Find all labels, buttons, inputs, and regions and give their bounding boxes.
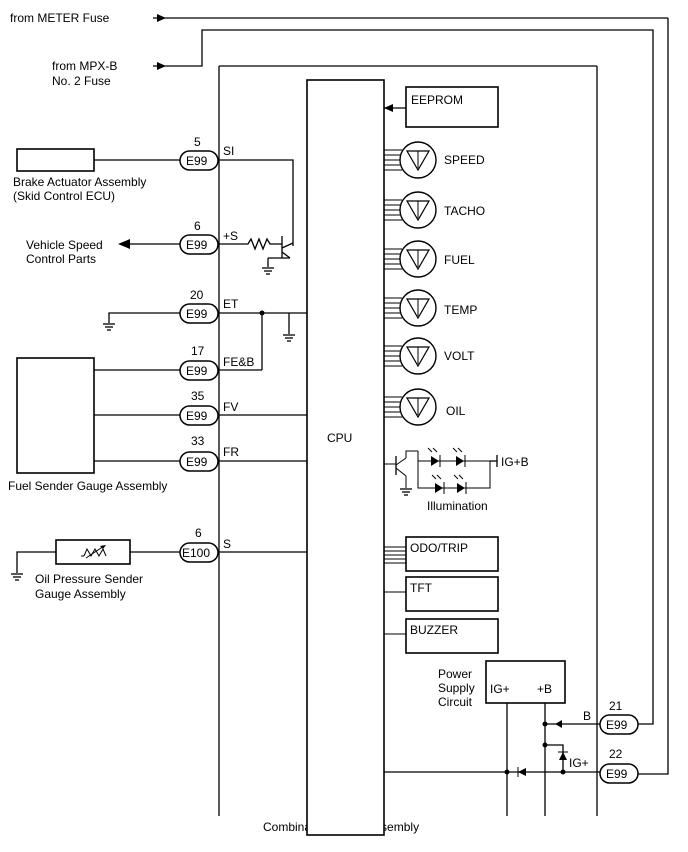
signal-label: FR [223, 445, 239, 459]
signal-label: IG+ [569, 756, 589, 770]
connector-label: E99 [186, 154, 208, 168]
signal-label: B [583, 709, 591, 723]
led-4 [453, 474, 467, 494]
fuel-sender: Fuel Sender Gauge Assembly [8, 357, 180, 493]
vsc-label-1: Vehicle Speed [26, 238, 103, 252]
power-b-label: +B [537, 682, 552, 696]
oil-label-2: Gauge Assembly [35, 587, 126, 601]
gauge-fuel: FUEL [384, 240, 475, 278]
gauge-label: OIL [446, 404, 466, 418]
power-supply-circuit: Power Supply Circuit IG+ +B [438, 660, 566, 816]
gauge-tacho: TACHO [384, 191, 485, 229]
pin-label: 5 [194, 135, 201, 149]
signal-label: FV [223, 400, 238, 414]
connector-si: 5 E99 SI [179, 135, 234, 171]
led-1 [427, 447, 441, 467]
connector-label: E99 [186, 364, 208, 378]
cpu-label: CPU [327, 431, 352, 445]
mpx-fuse-wire: from MPX-B No. 2 Fuse [52, 29, 654, 725]
connector-label: E100 [182, 546, 210, 560]
vehicle-speed-control: Vehicle Speed Control Parts [26, 238, 180, 266]
gauge-temp: TEMP [384, 289, 477, 327]
connector-label: E99 [186, 238, 208, 252]
pin-label: 21 [609, 699, 623, 713]
output-transistor [218, 236, 294, 275]
pin-label: 22 [609, 747, 623, 761]
gauge-speed: SPEED [384, 141, 485, 179]
vsc-label-2: Control Parts [26, 252, 96, 266]
meter-fuse-wire: from METER Fuse [10, 11, 669, 775]
pin-label: 17 [191, 344, 205, 358]
signal-label: S [223, 537, 231, 551]
connector-fr: 33 E99 FR [179, 434, 239, 472]
oil-label-1: Oil Pressure Sender [35, 572, 143, 586]
connector-s-plus: 6 E99 +S [179, 219, 238, 255]
gauge-oil: OIL [384, 388, 466, 426]
b-supply-wire: B [542, 709, 600, 728]
connector-et: 20 E99 ET [179, 288, 239, 324]
brake-label-2: (Skid Control ECU) [13, 189, 115, 203]
signal-label: SI [223, 144, 234, 158]
connector-fv: 35 E99 FV [179, 389, 238, 426]
buzzer-label: BUZZER [410, 623, 458, 637]
power-label-1: Power [438, 667, 472, 681]
meter-fuse-label: from METER Fuse [10, 11, 110, 25]
gauge-label: TEMP [444, 303, 477, 317]
pin-label: 20 [190, 288, 204, 302]
connector-b: 21 E99 [599, 699, 639, 735]
gauge-label: VOLT [444, 349, 475, 363]
illumination-label: Illumination [427, 499, 488, 513]
pin-label: 6 [194, 219, 201, 233]
connector-label: E99 [186, 307, 208, 321]
connector-feb: 17 E99 FE&B [179, 344, 254, 381]
connector-ig: 22 E99 [599, 747, 639, 784]
illumination-supply-label: IG+B [501, 455, 529, 469]
illumination-circuit: IG+B Illumination [384, 447, 529, 513]
gauge-label: SPEED [444, 153, 485, 167]
connector-label: E99 [606, 718, 628, 732]
display-tft: TFT [384, 576, 499, 612]
power-label-3: Circuit [438, 695, 473, 709]
cpu-block [306, 79, 385, 836]
power-label-2: Supply [438, 681, 475, 695]
led-3 [431, 474, 445, 494]
pin-label: 35 [191, 389, 205, 403]
et-ground [102, 312, 180, 331]
connector-label: E99 [606, 767, 628, 781]
odo-trip-label: ODO/TRIP [410, 541, 468, 555]
brake-label-1: Brake Actuator Assembly [13, 175, 146, 189]
led-2 [452, 447, 466, 467]
brake-actuator: Brake Actuator Assembly (Skid Control EC… [13, 148, 180, 203]
mpx-fuse-label-1: from MPX-B [52, 59, 117, 73]
pin-label: 33 [191, 434, 205, 448]
power-ig-label: IG+ [490, 682, 510, 696]
oil-pressure-sender: Oil Pressure Sender Gauge Assembly [10, 539, 180, 601]
gauge-label: FUEL [444, 253, 475, 267]
display-odo-trip: ODO/TRIP [384, 536, 499, 572]
gauge-label: TACHO [444, 204, 485, 218]
connector-label: E99 [186, 409, 208, 423]
signal-label: ET [223, 297, 239, 311]
eeprom-block: EEPROM [384, 86, 499, 128]
signal-label: FE&B [223, 355, 254, 369]
display-buzzer: BUZZER [384, 618, 499, 654]
connector-s: 6 E100 S [179, 526, 231, 563]
signal-label: +S [223, 229, 238, 243]
gauge-volt: VOLT [384, 337, 475, 375]
ig-supply-wire: IG+ [384, 742, 600, 777]
tft-label: TFT [410, 581, 433, 595]
connector-label: E99 [186, 455, 208, 469]
fuel-sender-label: Fuel Sender Gauge Assembly [8, 479, 167, 493]
mpx-fuse-label-2: No. 2 Fuse [52, 74, 111, 88]
pin-label: 6 [195, 526, 202, 540]
eeprom-label: EEPROM [411, 93, 463, 107]
